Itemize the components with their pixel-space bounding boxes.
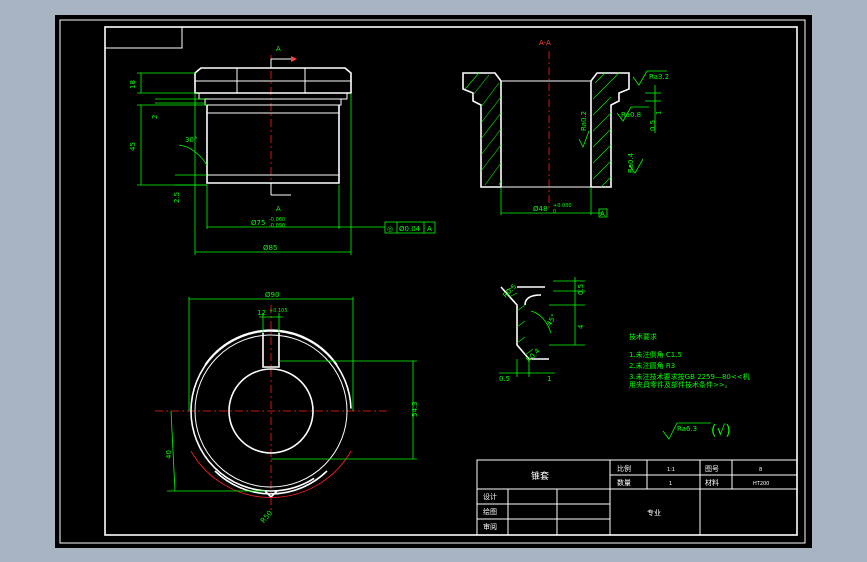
detail-side: 4 [577, 324, 585, 329]
rough-inner: Ra0.2 [580, 111, 588, 131]
dim-bottom: 2.5 [173, 192, 181, 203]
row-review: 审阅 [483, 522, 497, 531]
note-1: 1.未注倒角 C1.5 [629, 350, 682, 359]
row-design: 设计 [483, 492, 497, 501]
dim-chamfer-angle: 30° [185, 136, 197, 144]
plan-dim-key-tol: +0.105 [269, 308, 288, 314]
dim-bore-tol-lower: 0 [553, 209, 556, 215]
scale-label: 比例 [617, 464, 631, 473]
rough-top: Ra3.2 [649, 73, 669, 81]
part-name: 锥套 [531, 470, 549, 482]
section-mark-top: A [276, 45, 281, 53]
bore-datum: A [600, 210, 605, 218]
row-draw: 绘图 [483, 507, 497, 516]
rough-mid: Ra0.8 [621, 111, 641, 119]
dim-inner-tol-lower: -0.090 [269, 223, 285, 229]
rough-bottom: Ra0.4 [627, 152, 635, 173]
plan-dim-height: 54.3 [411, 401, 419, 417]
sheet-inner-border [104, 26, 798, 536]
section-title: A-A [539, 39, 551, 47]
plan-dim-left: 40 [165, 450, 173, 459]
plan-view: Ø90 12 +0.105 54.3 40 R50 [155, 291, 419, 525]
dim-outer-dia: Ø85 [263, 244, 277, 252]
detail-fillet: R0.4 [525, 347, 542, 364]
note-3: 3.未注技术要求按GB 2259—80<<机 [629, 372, 750, 381]
corner-label-box [104, 26, 183, 49]
plan-dim-key: 12 [257, 309, 266, 317]
dim-bore-tol: +0.030 [553, 203, 572, 209]
tech-notes: 技术要求 1.未注倒角 C1.5 2.未注圆角 R3 3.未注技术要求按GB 2… [629, 332, 750, 389]
qty-value: 1 [669, 481, 672, 487]
detail-bottom-left: 0.5 [499, 375, 510, 383]
plan-bore-circle [228, 368, 314, 454]
detail-bottom-right: 1 [547, 375, 551, 383]
detail-hatching [504, 286, 534, 356]
detail-top: 0.5 [577, 284, 585, 295]
sheet-outer-border [59, 19, 806, 544]
general-rough-suffix: (√) [711, 423, 731, 439]
front-body-outline [206, 105, 340, 184]
dim-body-height: 45 [129, 142, 137, 151]
detail-view: R0.5 45° 0.5 4 R0.4 0.5 1 [499, 277, 585, 383]
plan-dim-outer: Ø90 [265, 291, 279, 299]
dim-small-2: 0.5 [649, 120, 657, 131]
drawing-no-label: 图号 [705, 465, 719, 473]
tol-datum: A [427, 225, 432, 233]
note-2: 2.未注圆角 R3 [629, 361, 675, 370]
general-rough-value: Ra6.3 [677, 425, 697, 433]
cad-viewport[interactable]: A A 18 2 45 30° 2.5 [55, 15, 812, 548]
detail-angle: 45° [545, 313, 558, 328]
notes-heading: 技术要求 [629, 332, 657, 341]
tol-value: Ø0.04 [399, 225, 421, 233]
section-mark-bottom: A [276, 205, 281, 213]
dim-inner-dia: Ø75 [251, 219, 265, 227]
drawing-no-value: 8 [759, 467, 762, 473]
material-label: 材料 [705, 478, 719, 487]
note-4: 用夹具零件及部件技术条件>>。 [629, 380, 732, 389]
school-label: 专业 [647, 508, 661, 517]
section-hatching [464, 72, 620, 188]
dim-groove: 2 [151, 115, 159, 119]
qty-label: 数量 [617, 478, 631, 487]
plan-dim-arc: R50 [259, 509, 274, 525]
plan-outer-ring [194, 334, 348, 488]
general-roughness: Ra6.3 (√) [662, 422, 731, 440]
title-block: 锥套 比例 1:1 数量 1 图号 8 材料 HT200 设计 绘图 审阅 专业 [476, 459, 798, 536]
dim-bore: Ø48 [533, 205, 547, 213]
dim-flange-height: 18 [129, 80, 137, 89]
dim-small-1: 1 [655, 111, 663, 115]
dim-inner-tol-upper: -0.060 [269, 217, 285, 223]
tol-symbol: ◎ [387, 225, 393, 233]
drawing-sheet: A A 18 2 45 30° 2.5 [59, 19, 806, 544]
section-view: A-A [462, 39, 669, 218]
front-view: A A 18 2 45 30° 2.5 [129, 45, 436, 255]
scale-value: 1:1 [667, 467, 675, 473]
material-value: HT200 [753, 481, 769, 487]
